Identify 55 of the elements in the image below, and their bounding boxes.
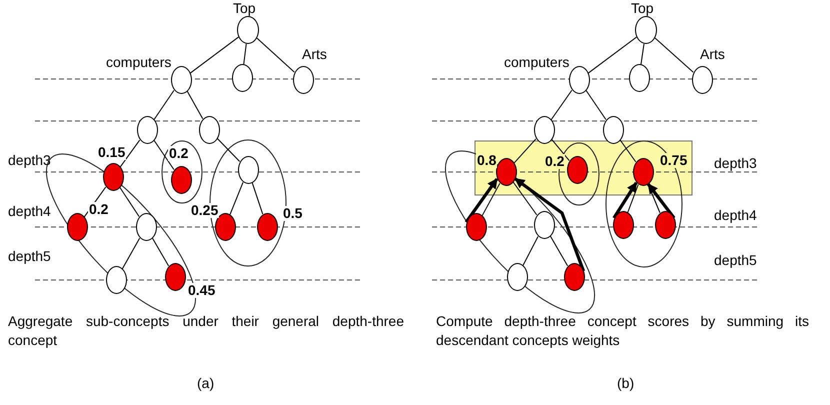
aggregation-arrow bbox=[514, 177, 586, 272]
depth-label: depth5 bbox=[714, 251, 757, 269]
depth-label: depth4 bbox=[714, 206, 757, 224]
tree-edge bbox=[252, 182, 264, 215]
tree-edge bbox=[620, 140, 636, 162]
tree-edge bbox=[522, 236, 539, 266]
tree-edge bbox=[640, 43, 644, 65]
node-label: Arts bbox=[302, 46, 327, 62]
tree-edge bbox=[586, 90, 606, 120]
depth-label: depth4 bbox=[8, 202, 51, 220]
tree-edge bbox=[122, 238, 140, 270]
tree-edge bbox=[152, 238, 170, 266]
weight-value: 0.75 bbox=[659, 153, 688, 168]
node-label: Top bbox=[233, 0, 256, 16]
tree-edge bbox=[154, 140, 174, 170]
tree-edge bbox=[190, 36, 239, 74]
panel-caption: Aggregate sub-concepts under their general depth-three concept bbox=[8, 312, 404, 350]
depth-label: depth3 bbox=[8, 151, 51, 169]
tree-edge bbox=[627, 184, 639, 213]
tree-edge bbox=[119, 187, 140, 217]
tree-edge bbox=[154, 90, 174, 120]
node-label: computers bbox=[504, 54, 570, 70]
node-label: computers bbox=[106, 54, 172, 70]
panel-label: (a) bbox=[197, 374, 214, 392]
tree-edge bbox=[654, 38, 694, 73]
tree-edge bbox=[551, 138, 570, 162]
tree-edge bbox=[512, 182, 538, 216]
tree-edge bbox=[588, 36, 637, 74]
weight-value: 0.15 bbox=[97, 145, 126, 160]
tree-edge bbox=[482, 182, 500, 216]
tree-edge bbox=[550, 236, 568, 266]
node-label: Top bbox=[631, 0, 654, 16]
aggregation-arrow bbox=[612, 182, 638, 219]
panel-label: (b) bbox=[617, 374, 634, 392]
tree-edge bbox=[216, 138, 240, 162]
tree-edge bbox=[243, 43, 247, 65]
aggregation-arrow bbox=[464, 178, 498, 224]
depth-label: depth3 bbox=[714, 154, 757, 172]
aggregation-arrow bbox=[646, 183, 676, 219]
weight-value: 0.5 bbox=[282, 206, 304, 221]
weight-value: 0.2 bbox=[88, 202, 110, 217]
tree-edge bbox=[256, 38, 295, 73]
tree-edge bbox=[229, 182, 244, 216]
node-label: Arts bbox=[700, 46, 725, 62]
weight-value: 0.45 bbox=[187, 283, 216, 298]
weight-value: 0.8 bbox=[476, 153, 498, 168]
depth-label: depth5 bbox=[8, 247, 51, 265]
tree-edge bbox=[186, 90, 204, 120]
tree-edge bbox=[120, 140, 140, 168]
tree-edge bbox=[514, 138, 536, 164]
weight-value: 0.2 bbox=[168, 146, 190, 161]
panel-caption: Compute depth-three concept scores by summing its descendant concepts weights bbox=[436, 312, 809, 350]
weight-value: 0.25 bbox=[190, 203, 220, 218]
weight-value: 0.2 bbox=[544, 154, 566, 169]
tree-edge bbox=[550, 90, 572, 120]
